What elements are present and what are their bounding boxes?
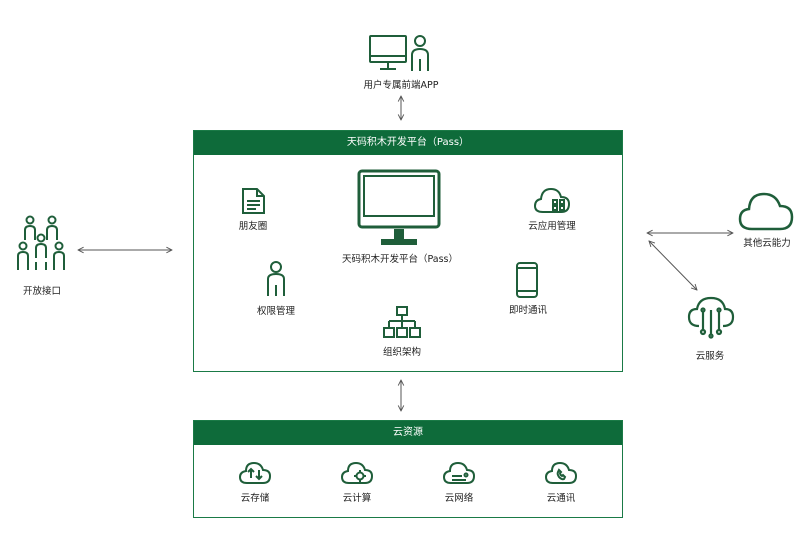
module-cloudapp-label: 云应用管理	[528, 221, 576, 232]
resource-item-1: 云计算	[342, 493, 372, 504]
cloud-service-label: 云服务	[695, 351, 725, 362]
center-label: 天码积木开发平台（Pass）	[341, 254, 459, 265]
cloud-apps-icon	[533, 187, 571, 213]
arrow-platform-cloudservice	[649, 241, 697, 290]
cloud-compute-icon	[340, 461, 374, 484]
monitor-user-icon	[369, 35, 429, 71]
document-icon	[242, 188, 265, 214]
cloud-network-icon	[442, 461, 476, 484]
module-permissions-label: 权限管理	[256, 306, 295, 317]
desktop-monitor-icon	[357, 169, 441, 245]
mobile-phone-icon	[516, 262, 538, 298]
resource-item-0: 云存储	[240, 493, 270, 504]
cloud-icon	[738, 192, 794, 231]
app-label: 用户专属前端APP	[363, 80, 439, 91]
cloud-circuit-icon	[687, 296, 735, 339]
cloud-phone-icon	[544, 461, 578, 484]
platform-header: 天码积木开发平台（Pass）	[194, 131, 622, 155]
resource-item-2: 云网络	[444, 493, 474, 504]
resource-item-3: 云通讯	[546, 493, 576, 504]
open-api-label: 开放接口	[22, 286, 61, 297]
module-org-label: 组织架构	[382, 347, 421, 358]
org-chart-icon	[383, 306, 421, 338]
cloud-storage-icon	[238, 461, 272, 484]
module-im-label: 即时通讯	[508, 305, 547, 316]
resources-header: 云资源	[194, 421, 622, 445]
people-group-icon	[17, 215, 65, 270]
other-cloud-label: 其他云能力	[743, 238, 791, 249]
module-friends-label: 朋友圈	[238, 221, 268, 232]
person-icon	[267, 261, 285, 296]
